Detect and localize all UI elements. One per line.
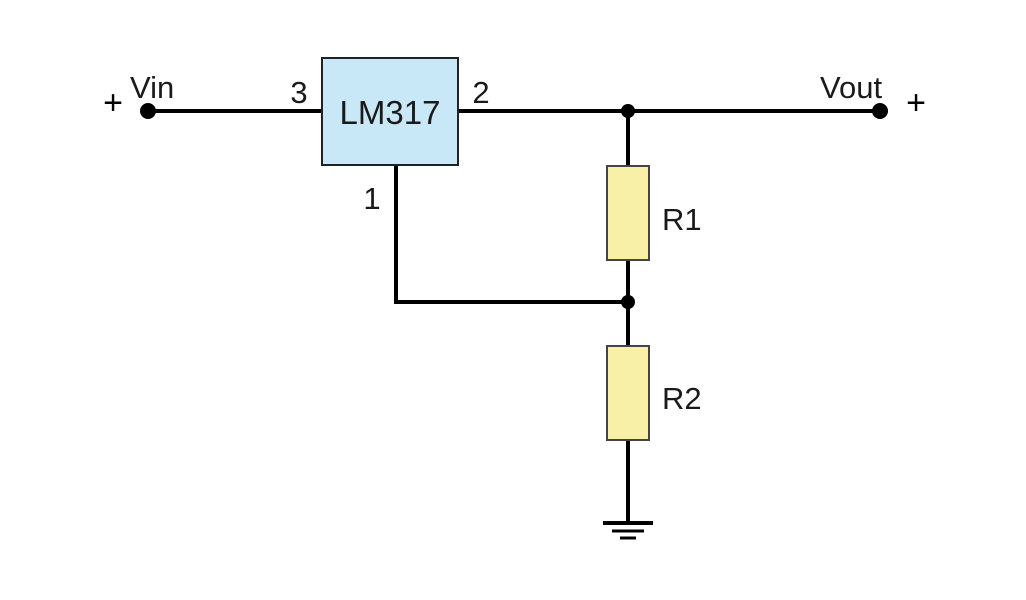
junction-middle [621, 295, 635, 309]
pin-3-label: 3 [290, 75, 307, 110]
vin-plus-sign: + [103, 84, 123, 122]
junction-top [621, 104, 635, 118]
vout-plus-sign: + [906, 84, 926, 122]
lm317-regulator [321, 57, 459, 166]
vin-label: Vin [130, 70, 174, 105]
resistor-r2 [606, 345, 650, 441]
vout-label: Vout [820, 70, 882, 105]
vout-terminal [872, 103, 888, 119]
r1-label: R1 [662, 202, 702, 237]
r2-label: R2 [662, 381, 702, 416]
resistor-r1 [606, 165, 650, 261]
wires [146, 109, 882, 524]
ground-icon [603, 521, 653, 540]
regulator-label: LM317 [340, 94, 441, 131]
pin-2-label: 2 [472, 75, 489, 110]
vin-terminal [140, 103, 156, 119]
pin-1-label: 1 [363, 181, 380, 216]
